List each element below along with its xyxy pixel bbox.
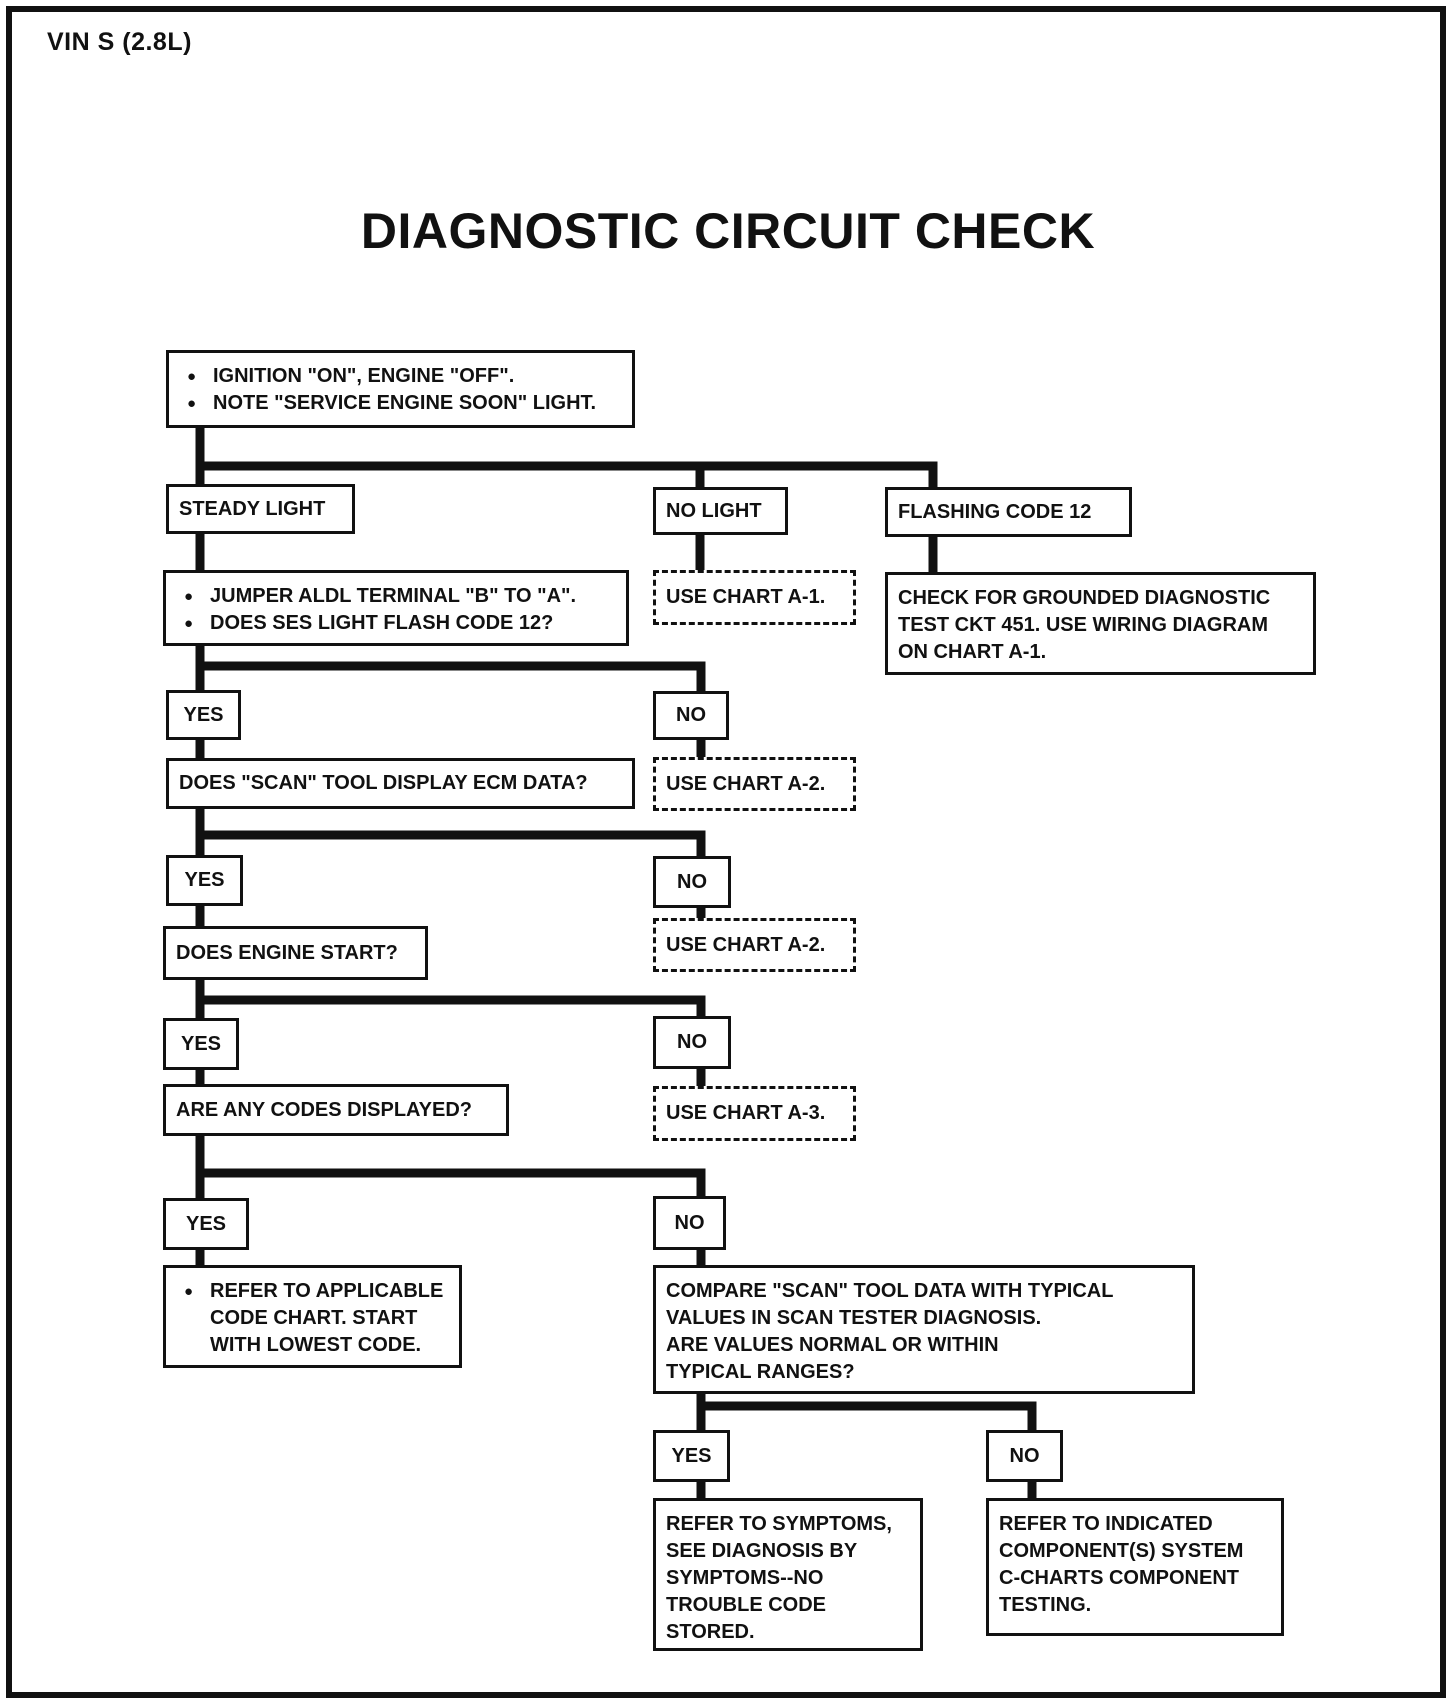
symptoms-line-3: SYMPTOMS--NO (666, 1567, 824, 1589)
grounded-line-3: ON CHART A-1. (898, 641, 1047, 663)
scan-tool-label: DOES "SCAN" TOOL DISPLAY ECM DATA? (179, 772, 588, 794)
yes-5-label: YES (671, 1444, 712, 1467)
refer-code-line-3: WITH LOWEST CODE. (210, 1334, 422, 1356)
page-border (6, 6, 1446, 1698)
yes-3-label: YES (180, 1032, 222, 1055)
component-line-2: COMPONENT(S) SYSTEM (999, 1540, 1244, 1562)
engine-start-box: DOES ENGINE START? (163, 926, 428, 980)
yes-3-box: YES (163, 1018, 239, 1070)
symptoms-line-5: STORED. (666, 1621, 755, 1643)
no-4-label: NO (674, 1211, 705, 1234)
component-line-3: C-CHARTS COMPONENT (999, 1567, 1239, 1589)
vin-label: VIN S (2.8L) (47, 28, 192, 56)
no-3-box: NO (653, 1016, 731, 1069)
engine-start-label: DOES ENGINE START? (176, 941, 398, 964)
no-1-label: NO (676, 704, 706, 726)
no-light-box: NO LIGHT (653, 487, 788, 535)
no-2-box: NO (653, 856, 731, 908)
yes-2-label: YES (184, 869, 225, 891)
jumper-line-2: DOES SES LIGHT FLASH CODE 12? (176, 610, 616, 637)
start-line-2: NOTE "SERVICE ENGINE SOON" LIGHT. (179, 390, 622, 417)
use-chart-a3-box: USE CHART A-3. (653, 1086, 856, 1141)
symptoms-line-2: SEE DIAGNOSIS BY (666, 1540, 858, 1562)
no-4-box: NO (653, 1196, 726, 1250)
connector-scan (195, 800, 706, 863)
use-chart-a2-label-2: USE CHART A-2. (666, 933, 826, 956)
compare-line-2: VALUES IN SCAN TESTER DIAGNOSIS. (666, 1307, 1042, 1329)
use-chart-a2-box-2: USE CHART A-2. (653, 918, 856, 972)
flashing-code-box: FLASHING CODE 12 (885, 487, 1132, 537)
no-3-label: NO (677, 1031, 707, 1053)
yes-5-box: YES (653, 1430, 730, 1482)
connector-start (195, 415, 938, 492)
connector-engine (195, 971, 706, 1025)
no-1-box: NO (653, 691, 729, 740)
symptoms-line-1: REFER TO SYMPTOMS, (666, 1513, 892, 1535)
flashing-code-label: FLASHING CODE 12 (898, 500, 1092, 523)
use-chart-a2-label-1: USE CHART A-2. (666, 772, 826, 795)
grounded-line-2: TEST CKT 451. USE WIRING DIAGRAM (898, 614, 1269, 636)
refer-component-box: REFER TO INDICATED COMPONENT(S) SYSTEM C… (986, 1498, 1284, 1636)
connector-compare (696, 1387, 1037, 1437)
component-line-1: REFER TO INDICATED (999, 1513, 1213, 1535)
refer-code-line-2: CODE CHART. START (210, 1307, 418, 1329)
refer-code-chart-box: REFER TO APPLICABLE CODE CHART. START WI… (163, 1265, 462, 1368)
yes-1-label: YES (183, 703, 224, 726)
compare-line-3: ARE VALUES NORMAL OR WITHIN (666, 1334, 999, 1356)
no-light-label: NO LIGHT (666, 499, 762, 522)
refer-code-line-1: REFER TO APPLICABLE (176, 1278, 455, 1305)
connector-codes (195, 1127, 706, 1205)
jumper-aldl-box: JUMPER ALDL TERMINAL "B" TO "A". DOES SE… (163, 570, 629, 646)
scan-tool-box: DOES "SCAN" TOOL DISPLAY ECM DATA? (166, 758, 635, 809)
yes-2-box: YES (166, 855, 243, 906)
grounded-line-1: CHECK FOR GROUNDED DIAGNOSTIC (898, 587, 1271, 609)
compare-line-1: COMPARE "SCAN" TOOL DATA WITH TYPICAL (666, 1280, 1114, 1302)
use-chart-a1-box: USE CHART A-1. (653, 570, 856, 625)
chart-title: DIAGNOSTIC CIRCUIT CHECK (360, 203, 1096, 259)
no-5-box: NO (986, 1430, 1063, 1482)
use-chart-a3-label: USE CHART A-3. (666, 1102, 826, 1124)
symptoms-line-4: TROUBLE CODE (666, 1594, 826, 1616)
ignition-on-box: IGNITION "ON", ENGINE "OFF". NOTE "SERVI… (166, 350, 635, 428)
steady-light-box: STEADY LIGHT (166, 484, 355, 534)
yes-4-box: YES (163, 1198, 249, 1250)
no-2-label: NO (677, 870, 707, 893)
component-line-4: TESTING. (999, 1594, 1092, 1616)
yes-4-label: YES (185, 1212, 227, 1235)
compare-line-4: TYPICAL RANGES? (666, 1361, 855, 1383)
refer-symptoms-box: REFER TO SYMPTOMS, SEE DIAGNOSIS BY SYMP… (653, 1498, 923, 1651)
steady-light-label: STEADY LIGHT (179, 497, 326, 520)
codes-displayed-box: ARE ANY CODES DISPLAYED? (163, 1084, 509, 1136)
yes-1-box: YES (166, 690, 241, 740)
use-chart-a1-label: USE CHART A-1. (666, 586, 826, 608)
start-line-1: IGNITION "ON", ENGINE "OFF". (179, 363, 622, 390)
connector-jumper (195, 637, 706, 697)
use-chart-a2-box-1: USE CHART A-2. (653, 757, 856, 811)
jumper-line-1: JUMPER ALDL TERMINAL "B" TO "A". (176, 583, 616, 610)
codes-displayed-label: ARE ANY CODES DISPLAYED? (176, 1098, 472, 1121)
no-5-label: NO (1009, 1444, 1040, 1467)
grounded-diagnostic-box: CHECK FOR GROUNDED DIAGNOSTIC TEST CKT 4… (885, 572, 1316, 675)
compare-scan-data-box: COMPARE "SCAN" TOOL DATA WITH TYPICAL VA… (653, 1265, 1195, 1394)
